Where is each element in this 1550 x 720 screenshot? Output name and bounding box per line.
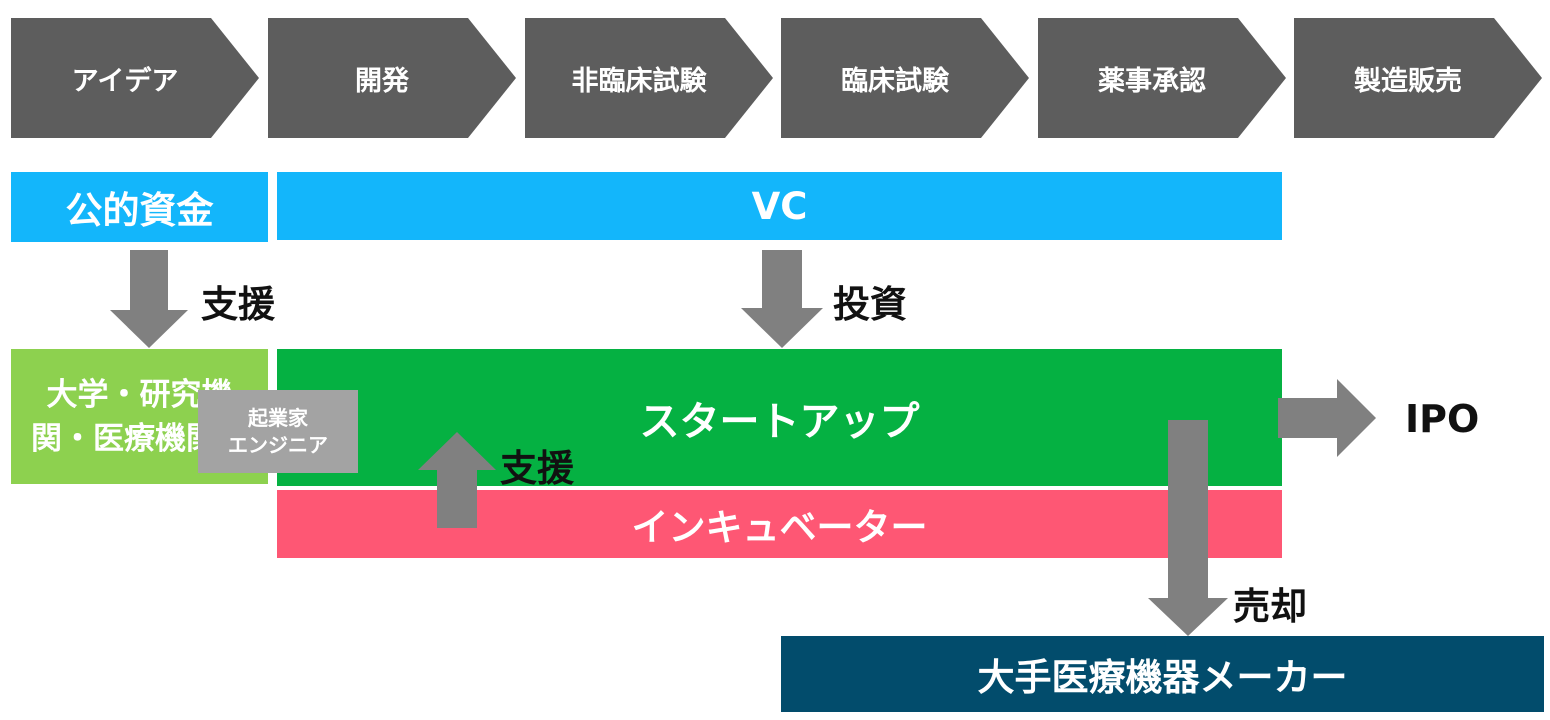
incubator-label: インキュベーター — [631, 506, 928, 549]
startup-box: スタートアップ — [277, 349, 1282, 486]
stage-development: 開発 — [268, 18, 516, 138]
stage-regulatory-approval: 薬事承認 — [1038, 18, 1286, 138]
stage-manufacturing-sales: 製造販売 — [1294, 18, 1542, 138]
stage-label: 薬事承認 — [1098, 65, 1206, 97]
stage-label: 臨床試験 — [841, 65, 949, 97]
stage-label: 非臨床試験 — [571, 65, 707, 97]
stage-nonclinical-trial: 非臨床試験 — [525, 18, 773, 138]
stage-clinical-trial: 臨床試験 — [781, 18, 1029, 138]
vc-investment-label: 投資 — [833, 283, 907, 326]
stage-label: 製造販売 — [1354, 65, 1462, 97]
incubator-support-label: 支援 — [500, 447, 574, 490]
vc-bar: VC — [277, 172, 1282, 240]
ipo-label: IPO — [1405, 397, 1480, 441]
sale-label: 売却 — [1233, 585, 1307, 628]
founder-engineer-box: 起業家 エンジニア — [198, 390, 358, 473]
founder-label: 起業家 — [248, 405, 308, 430]
public-support-label: 支援 — [201, 283, 275, 326]
vc-label: VC — [751, 184, 808, 228]
manufacturer-label: 大手医療機器メーカー — [977, 656, 1348, 699]
manufacturer-box: 大手医療機器メーカー — [781, 636, 1544, 712]
stage-label: アイデア — [71, 65, 179, 97]
public-funding-bar: 公的資金 — [11, 172, 268, 242]
stage-label: 開発 — [355, 65, 409, 97]
incubator-bar: インキュベーター — [277, 490, 1282, 558]
engineer-label: エンジニア — [228, 432, 328, 457]
public-support-arrow — [110, 250, 188, 348]
startup-label: スタートアップ — [639, 398, 920, 445]
vc-investment-arrow — [741, 250, 823, 348]
stage-idea: アイデア — [11, 18, 259, 138]
ipo-arrow — [1278, 379, 1376, 457]
public-funding-label: 公的資金 — [65, 189, 214, 232]
